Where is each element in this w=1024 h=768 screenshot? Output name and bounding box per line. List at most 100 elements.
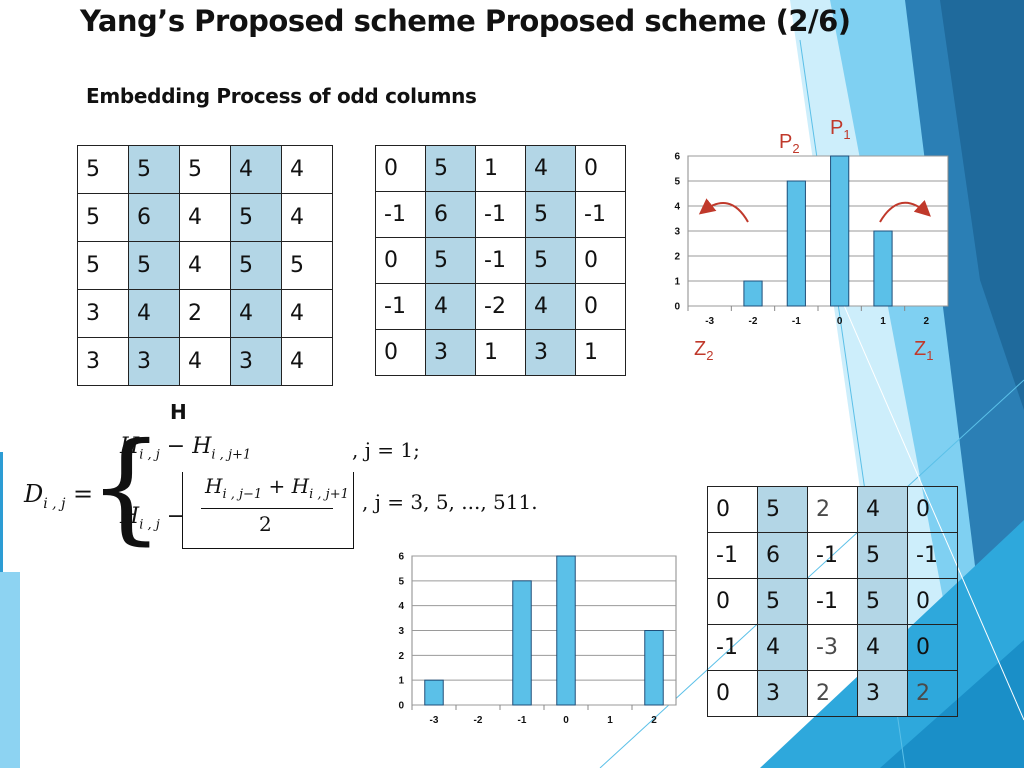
table-cell: 6 [128, 193, 180, 242]
formula-condition-1: , j = 1; [352, 438, 420, 462]
table-cell: 1 [475, 329, 526, 376]
table-cell: 0 [707, 578, 758, 625]
table-cell: 2 [807, 486, 858, 533]
table-cell: 3 [77, 289, 129, 338]
table-h-label: H [170, 400, 187, 424]
table-cell: 3 [425, 329, 476, 376]
x-tick-label: -3 [430, 715, 439, 726]
y-tick-label: 2 [398, 651, 404, 662]
table-cell: 1 [575, 329, 626, 376]
formula-condition-2: , j = 3, 5, ..., 511. [362, 490, 538, 514]
table-cell: 3 [77, 337, 129, 386]
label-p2: P2 [779, 131, 800, 156]
table-cell: 5 [857, 578, 908, 625]
label-z2: Z2 [694, 338, 713, 363]
formula-fraction-numerator: Hi , j−1 + Hi , j+1 [205, 474, 349, 502]
y-tick-label: 6 [398, 552, 404, 563]
deco-line [819, 249, 1024, 721]
bar [786, 180, 806, 307]
bar [512, 580, 532, 706]
table-cell: 5 [77, 145, 129, 194]
table-cell: 5 [128, 241, 180, 290]
bar [556, 555, 576, 706]
table-cell: 0 [707, 670, 758, 717]
table-cell: 4 [857, 624, 908, 671]
table-cell: 3 [128, 337, 180, 386]
table-cell: 5 [525, 191, 576, 238]
table-cell: 4 [230, 289, 282, 338]
y-tick-label: 6 [674, 152, 680, 163]
table-cell: 3 [857, 670, 908, 717]
y-tick-label: 4 [398, 601, 404, 612]
formula-brace: { [88, 418, 165, 557]
table-cell: 0 [907, 578, 958, 625]
formula-case-2: Hi , j − [120, 504, 186, 533]
y-tick-label: 4 [674, 202, 680, 213]
table-cell: 0 [907, 624, 958, 671]
table-cell: 0 [707, 486, 758, 533]
table-cell: 5 [77, 193, 129, 242]
table-cell: 5 [230, 241, 282, 290]
table-cell: 2 [907, 670, 958, 717]
table-cell: 5 [525, 237, 576, 284]
table-cell: 2 [179, 289, 231, 338]
table-cell: 4 [425, 283, 476, 330]
x-tick-label: -1 [518, 715, 527, 726]
table-cell: 5 [757, 578, 808, 625]
table-cell: -2 [475, 283, 526, 330]
table-cell: 0 [375, 237, 426, 284]
deco-left-strip-dark [0, 452, 3, 572]
table-cell: 4 [525, 283, 576, 330]
table-cell: -1 [907, 532, 958, 579]
table-cell: -1 [707, 624, 758, 671]
table-cell: 5 [281, 241, 333, 290]
x-tick-label: 2 [651, 715, 657, 726]
table-cell: 4 [179, 241, 231, 290]
table-cell: 4 [128, 289, 180, 338]
y-tick-label: 1 [674, 277, 680, 288]
formula-floor: Hi , j−1 + Hi , j+1 2 [182, 472, 354, 549]
shift-arrow-left [698, 198, 749, 223]
deco-panel-darkest [940, 0, 1024, 410]
table-cell: 0 [907, 486, 958, 533]
table-cell: 5 [77, 241, 129, 290]
formula-case-1: Hi , j − Hi , j+1 [120, 434, 252, 463]
table-cell: 4 [525, 145, 576, 192]
x-tick-label: 1 [880, 316, 886, 327]
y-tick-label: 1 [398, 676, 404, 687]
y-tick-label: 0 [398, 701, 404, 712]
table-cell: 4 [179, 337, 231, 386]
table-cell: 0 [375, 145, 426, 192]
table-cell: -1 [475, 237, 526, 284]
bar [830, 155, 850, 307]
table-cell: 3 [230, 337, 282, 386]
y-tick-label: 2 [674, 252, 680, 263]
table-cell: -3 [807, 624, 858, 671]
y-tick-label: 3 [398, 626, 404, 637]
y-tick-label: 5 [674, 177, 680, 188]
bar [743, 280, 763, 307]
y-tick-label: 5 [398, 576, 404, 587]
bar [873, 230, 893, 307]
label-z1: Z1 [914, 338, 933, 363]
deco-left-strip [0, 572, 20, 768]
table-cell: 3 [525, 329, 576, 376]
table-cell: 6 [425, 191, 476, 238]
slide-title: Yang’s Proposed scheme Proposed scheme (… [80, 4, 851, 38]
table-cell: -1 [375, 191, 426, 238]
table-cell: 0 [575, 283, 626, 330]
table-cell: 0 [575, 145, 626, 192]
table-cell: -1 [707, 532, 758, 579]
x-tick-label: -2 [749, 316, 758, 327]
x-tick-label: -2 [474, 715, 483, 726]
